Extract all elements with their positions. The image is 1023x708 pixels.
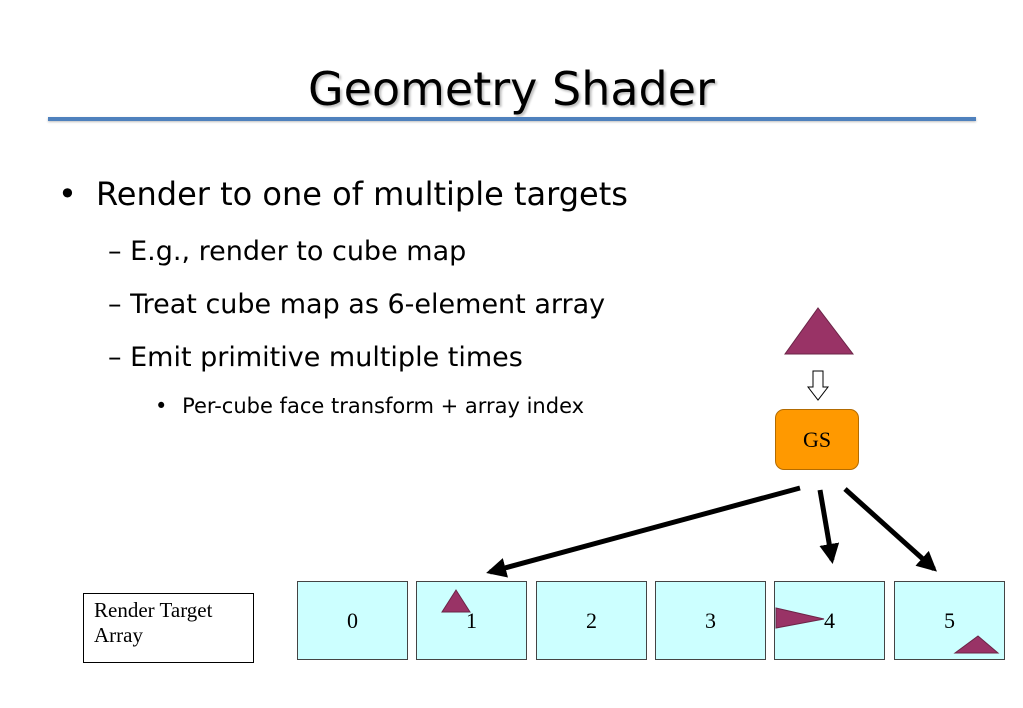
cell-index: 4 [824, 607, 835, 633]
arrow-to-cell-4 [817, 489, 840, 564]
sub-bullet-dash: – [108, 289, 122, 320]
cell-1-triangle-icon [441, 589, 471, 613]
sub-bullet-text: Emit primitive multiple times [130, 342, 523, 373]
input-triangle-icon [784, 307, 855, 355]
cell-index: 2 [586, 607, 597, 633]
array-label-line2: Array [94, 623, 143, 647]
array-cell-0: 0 [297, 581, 408, 660]
array-cell-1: 1 [416, 581, 527, 660]
sub-bullet-text: E.g., render to cube map [130, 236, 467, 267]
array-cell-2: 2 [536, 581, 647, 660]
slide-title: Geometry Shader [308, 62, 715, 116]
down-arrow-icon [806, 370, 830, 401]
array-label-line1: Render Target [94, 598, 213, 622]
gs-box: GS [775, 409, 859, 470]
cell-index: 0 [347, 607, 358, 633]
title-underline [48, 117, 976, 121]
arrow-to-cell-5 [843, 487, 937, 572]
cell-index: 5 [944, 607, 955, 633]
render-target-array-label: Render Target Array [83, 593, 254, 663]
bullet-main-text: Render to one of multiple targets [96, 175, 628, 213]
sub-sub-bullet: • Per-cube face transform + array index [155, 394, 584, 418]
cell-5-triangle-icon [953, 635, 1000, 654]
sub-sub-bullet-dot: • [155, 394, 168, 418]
array-cell-3: 3 [655, 581, 766, 660]
arrow-to-cell-1 [486, 485, 801, 578]
sub-bullet-3: – Emit primitive multiple times [108, 342, 523, 373]
sub-bullet-text: Treat cube map as 6-element array [130, 289, 606, 320]
cell-index: 1 [466, 607, 477, 633]
bullet-dot: • [58, 175, 77, 213]
sub-sub-bullet-text: Per-cube face transform + array index [182, 394, 585, 418]
sub-bullet-2: – Treat cube map as 6-element array [108, 289, 605, 320]
sub-bullet-1: – E.g., render to cube map [108, 236, 466, 267]
sub-bullet-dash: – [108, 236, 122, 267]
cell-4-triangle-icon [775, 607, 825, 629]
sub-bullet-dash: – [108, 342, 122, 373]
cell-index: 3 [705, 607, 716, 633]
